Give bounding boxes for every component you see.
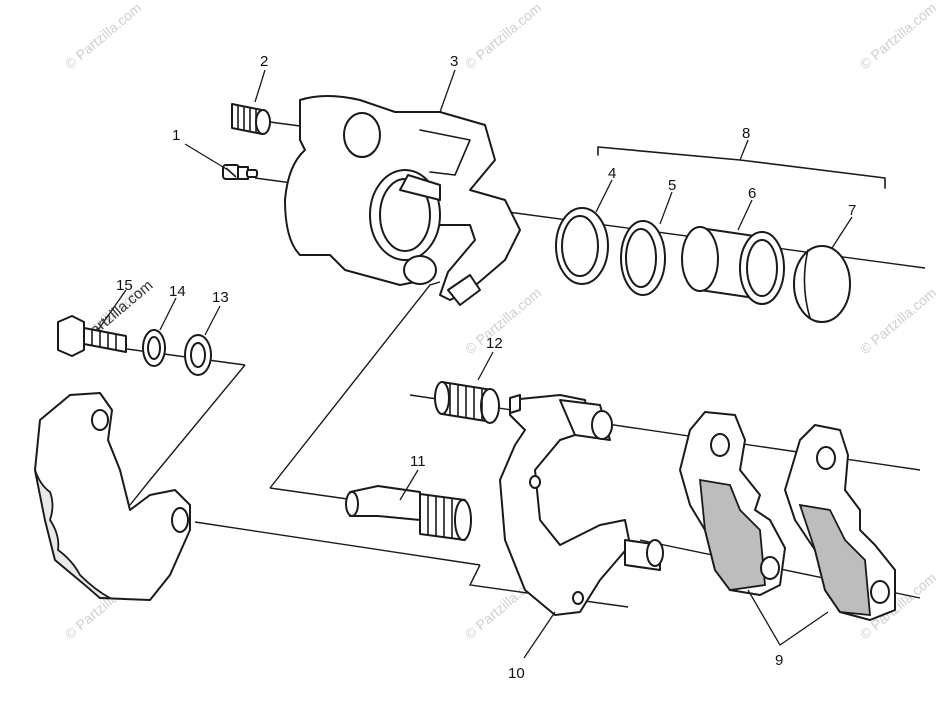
callout-1: 1 bbox=[172, 127, 180, 144]
dust-seal-part-5 bbox=[620, 220, 666, 296]
bracket-part-8 bbox=[597, 139, 886, 189]
watermark-text: © Partzilla.com bbox=[857, 284, 940, 357]
callout-13: 13 bbox=[212, 289, 229, 306]
leader-lines bbox=[97, 69, 853, 659]
watermark-text: © Partzilla.com bbox=[857, 0, 940, 72]
callout-8: 8 bbox=[742, 125, 750, 142]
callout-11: 11 bbox=[410, 453, 426, 470]
callout-12: 12 bbox=[486, 335, 503, 352]
callout-3: 3 bbox=[450, 53, 458, 70]
cap-part-7 bbox=[793, 245, 851, 323]
callout-5: 5 bbox=[668, 177, 676, 194]
piston-part-6 bbox=[681, 226, 785, 305]
callout-9: 9 bbox=[775, 652, 783, 669]
spring-part-12 bbox=[434, 381, 500, 424]
hub-bracket bbox=[34, 392, 191, 601]
watermark-text: © Partzilla.com bbox=[62, 0, 145, 72]
mounting-bracket-part-10 bbox=[499, 394, 664, 616]
callout-6: 6 bbox=[748, 185, 756, 202]
lock-washer-part-14 bbox=[142, 329, 166, 367]
watermark-layer: © Partzilla.com © Partzilla.com © Partzi… bbox=[62, 0, 940, 642]
washer-part-13 bbox=[184, 334, 212, 376]
bolt-part-15 bbox=[57, 315, 127, 357]
callout-2: 2 bbox=[260, 53, 268, 70]
brake-pad-outer-part-9 bbox=[784, 424, 896, 621]
callout-labels: 1 2 3 4 5 6 7 8 9 10 11 12 13 14 15 bbox=[116, 53, 856, 682]
brake-pad-inner-part-9 bbox=[679, 411, 786, 596]
callout-7: 7 bbox=[848, 202, 856, 219]
callout-10: 10 bbox=[508, 665, 525, 682]
seal-ring-part-4 bbox=[555, 207, 609, 285]
pin-part-11 bbox=[345, 485, 472, 541]
watermark-text: © Partzilla.com bbox=[462, 0, 545, 72]
bleeder-valve-part-1 bbox=[222, 164, 258, 180]
callout-14: 14 bbox=[169, 283, 186, 300]
callout-4: 4 bbox=[608, 165, 616, 182]
caliper-body-part-3 bbox=[284, 95, 521, 306]
callout-15: 15 bbox=[116, 277, 133, 294]
threaded-plug-part-2 bbox=[231, 103, 271, 135]
